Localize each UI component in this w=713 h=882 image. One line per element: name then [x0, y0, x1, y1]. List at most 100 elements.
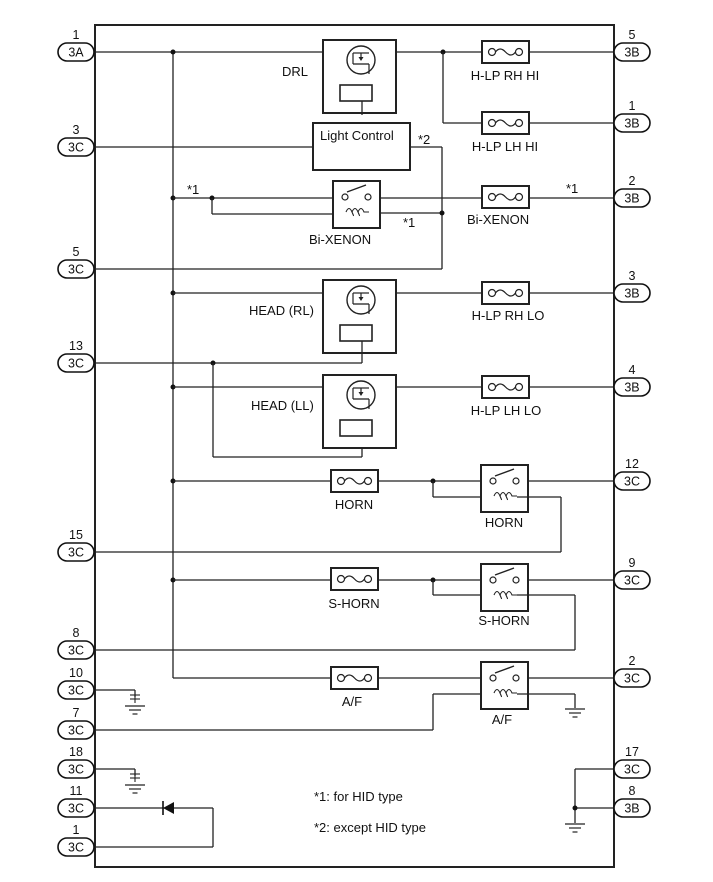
note-mark-star1-b: *1 [403, 215, 415, 230]
left-connector-3C-5: 3C5 [57, 245, 95, 279]
bi-xenon-relay [332, 180, 381, 229]
af-relay-label: A/F [492, 712, 512, 727]
fuse-hlp-rh-hi-label: H-LP RH HI [471, 68, 539, 83]
connector-code: 3B [624, 192, 639, 206]
connector-pill [57, 837, 95, 857]
drl-label: DRL [282, 64, 308, 79]
right-connector-3B-2: 3B2 [613, 174, 651, 208]
connector-code: 3C [624, 574, 640, 588]
connector-pill [613, 283, 651, 303]
connector-code: 3B [624, 46, 639, 60]
connector-code: 3C [68, 644, 84, 658]
connector-code: 3C [68, 841, 84, 855]
fuse-hlp-lh-hi [481, 111, 530, 135]
connector-code: 3C [68, 724, 84, 738]
connector-code: 3B [624, 802, 639, 816]
pin-number: 17 [625, 745, 639, 759]
connector-code: 3C [68, 263, 84, 277]
fuse-bi-xenon-label: Bi-XENON [467, 212, 529, 227]
connector-pill [57, 353, 95, 373]
head-rl-label: HEAD (RL) [249, 303, 314, 318]
connector-pill [57, 680, 95, 700]
left-connector-3C-8: 3C8 [57, 626, 95, 660]
af-relay [480, 661, 529, 710]
relay-block-outline [94, 24, 615, 868]
left-connector-3C-3: 3C3 [57, 123, 95, 157]
light-control-label: Light Control [320, 128, 394, 143]
fuse-hlp-rh-lo [481, 281, 530, 305]
connector-code: 3C [624, 763, 640, 777]
connector-code: 3C [68, 684, 84, 698]
note-mark-star2: *2 [418, 132, 430, 147]
pin-number: 5 [73, 245, 80, 259]
connector-pill [613, 377, 651, 397]
head-ll-label: HEAD (LL) [251, 398, 314, 413]
connector-pill [613, 668, 651, 688]
s-horn-relay [480, 563, 529, 612]
head-rl-relay [322, 279, 397, 354]
ground-icon [124, 773, 146, 794]
connector-pill [57, 42, 95, 62]
fuse-horn-label: HORN [335, 497, 373, 512]
pin-number: 2 [629, 654, 636, 668]
connector-code: 3C [68, 802, 84, 816]
left-connector-3A-1: 3A1 [57, 28, 95, 62]
connector-pill [57, 640, 95, 660]
fuse-hlp-lh-hi-label: H-LP LH HI [472, 139, 538, 154]
fuse-bi-xenon [481, 185, 530, 209]
connector-pill [613, 42, 651, 62]
pin-number: 4 [629, 363, 636, 377]
fuse-hlp-lh-lo [481, 375, 530, 399]
connector-code: 3B [624, 381, 639, 395]
connector-pill [57, 137, 95, 157]
connector-pill [57, 720, 95, 740]
fuse-hlp-rh-lo-label: H-LP RH LO [472, 308, 545, 323]
connector-pill [57, 259, 95, 279]
fuse-af [330, 666, 379, 690]
connector-pill [613, 570, 651, 590]
right-connector-3B-8: 3B8 [613, 784, 651, 818]
pin-number: 10 [69, 666, 83, 680]
connector-pill [613, 471, 651, 491]
pin-number: 15 [69, 528, 83, 542]
fuse-s-horn [330, 567, 379, 591]
pin-number: 3 [73, 123, 80, 137]
pin-number: 2 [629, 174, 636, 188]
fuse-af-label: A/F [342, 694, 362, 709]
head-ll-relay [322, 374, 397, 449]
pin-number: 9 [629, 556, 636, 570]
left-connector-3C-7: 3C7 [57, 706, 95, 740]
fuse-hlp-rh-hi [481, 40, 530, 64]
s-horn-relay-label: S-HORN [478, 613, 529, 628]
fuse-hlp-lh-lo-label: H-LP LH LO [471, 403, 542, 418]
right-connector-3B-5: 3B5 [613, 28, 651, 62]
connector-code: 3B [624, 117, 639, 131]
right-connector-3B-1: 3B1 [613, 99, 651, 133]
note-2: *2: except HID type [314, 820, 426, 835]
pin-number: 1 [73, 28, 80, 42]
bi-xenon-relay-label: Bi-XENON [309, 232, 371, 247]
horn-relay [480, 464, 529, 513]
right-connector-3C-2: 3C2 [613, 654, 651, 688]
connector-pill [613, 759, 651, 779]
note-1: *1: for HID type [314, 789, 403, 804]
right-connector-3C-9: 3C9 [613, 556, 651, 590]
connector-pill [613, 188, 651, 208]
connector-pill [613, 113, 651, 133]
note-mark-star1-a: *1 [187, 182, 199, 197]
connector-pill [613, 798, 651, 818]
connector-code: 3C [68, 141, 84, 155]
ground-icon [124, 694, 146, 715]
pin-number: 8 [629, 784, 636, 798]
pin-number: 11 [70, 784, 83, 798]
horn-relay-label: HORN [485, 515, 523, 530]
diode-icon [162, 801, 174, 815]
connector-code: 3C [68, 357, 84, 371]
pin-number: 7 [73, 706, 80, 720]
pin-number: 12 [625, 457, 639, 471]
